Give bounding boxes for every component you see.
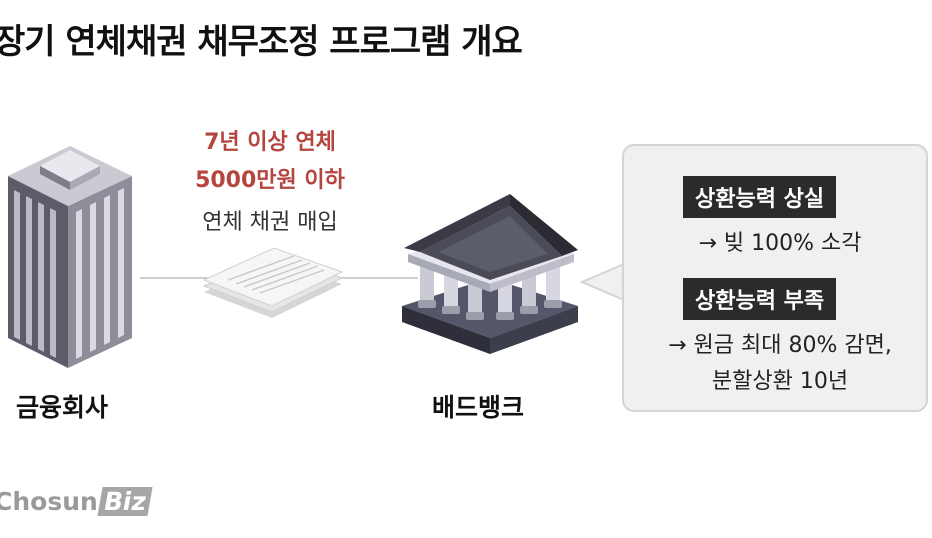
page-title: 장기 연체채권 채무조정 프로그램 개요 [0, 22, 523, 62]
connector-line-left [140, 277, 220, 279]
financial-company-label: 금융회사 [16, 393, 109, 422]
case1-result-text: → 빚 100% 소각 [698, 231, 862, 256]
condition-amount-limit: 5000만원 이하 [195, 168, 345, 193]
document-stack-icon [202, 248, 344, 318]
case2-result-text-2: 분할상환 10년 [711, 369, 849, 394]
bank-building-icon [402, 194, 578, 354]
bad-bank-label: 배드뱅크 [432, 393, 525, 422]
tag-repayment-insufficient: 상환능력 부족 [683, 278, 837, 320]
case2-result-text-1: → 원금 최대 80% 감면, [668, 333, 892, 358]
logo-text-chosun: Chosun [0, 487, 98, 516]
condition-overdue-years: 7년 이상 연체 [204, 130, 336, 155]
condition-purchase-label: 연체 채권 매입 [202, 210, 338, 235]
tag-repayment-lost: 상환능력 상실 [683, 176, 837, 218]
office-building-icon [8, 146, 132, 368]
logo-text-biz: Biz [97, 487, 153, 516]
connector-line-right [338, 277, 418, 279]
bubble-pointer [580, 262, 626, 302]
